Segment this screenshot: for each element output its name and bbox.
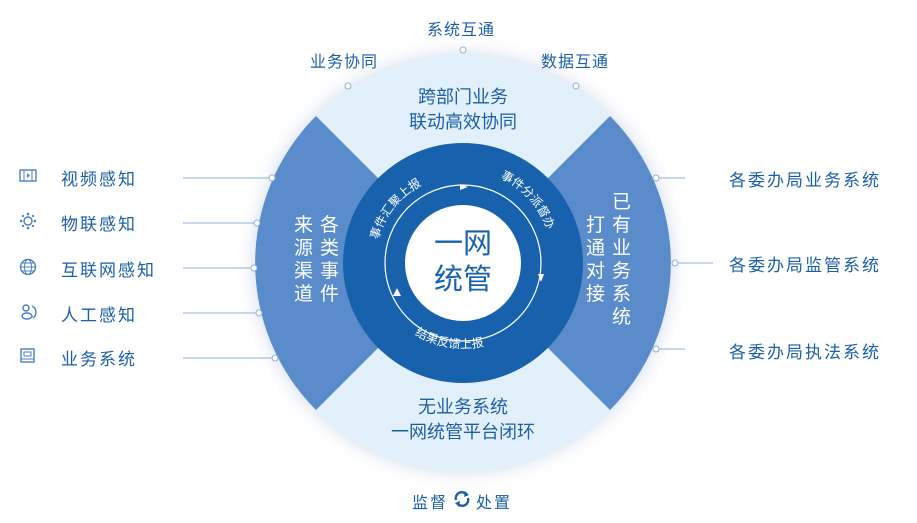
top-label-data-interop: 数据互通 bbox=[541, 52, 610, 71]
video-icon bbox=[19, 169, 37, 182]
arrow-icon bbox=[460, 184, 468, 190]
source-internet: 互联网感知 bbox=[61, 261, 156, 281]
top-sector-line2: 联动高效协同 bbox=[409, 112, 517, 133]
cycle-ring bbox=[384, 184, 542, 342]
top-label-business-collab: 业务协同 bbox=[310, 52, 379, 71]
source-iot: 物联感知 bbox=[61, 215, 137, 235]
arrow-icon bbox=[538, 274, 544, 282]
left-sector-col2: 各类事件 bbox=[320, 214, 340, 305]
bottom-sector-line2: 一网统管平台闭环 bbox=[391, 422, 535, 443]
top-sector-line1: 跨部门业务 bbox=[418, 87, 508, 108]
bottom-supervise: 监督 bbox=[412, 493, 449, 512]
right-sector-col2: 已有业务系统 bbox=[612, 191, 632, 328]
bottom-sector-line1: 无业务系统 bbox=[418, 397, 508, 418]
person-icon bbox=[21, 304, 37, 320]
source-business-system: 业务系统 bbox=[61, 350, 137, 370]
center-circle bbox=[405, 205, 521, 321]
left-sector-col1: 来源渠道 bbox=[294, 214, 314, 305]
connectors bbox=[183, 46, 713, 362]
system-business: 各委办局业务系统 bbox=[729, 171, 881, 191]
center-title-line1: 一网 bbox=[434, 226, 492, 260]
arrow-icon bbox=[393, 288, 401, 296]
bottom-handle: 处置 bbox=[476, 493, 513, 512]
globe-icon bbox=[19, 258, 37, 276]
refresh-icon bbox=[454, 491, 470, 507]
system-icon bbox=[20, 348, 35, 363]
center-title-line2: 统管 bbox=[434, 262, 492, 296]
source-video: 视频感知 bbox=[61, 170, 137, 190]
system-supervision: 各委办局监管系统 bbox=[729, 256, 881, 276]
source-manual: 人工感知 bbox=[61, 306, 137, 326]
top-label-system-interop: 系统互通 bbox=[427, 20, 496, 39]
right-sector-col1: 打通对接 bbox=[586, 214, 606, 305]
iot-icon bbox=[19, 212, 37, 230]
system-enforcement: 各委办局执法系统 bbox=[729, 343, 881, 363]
